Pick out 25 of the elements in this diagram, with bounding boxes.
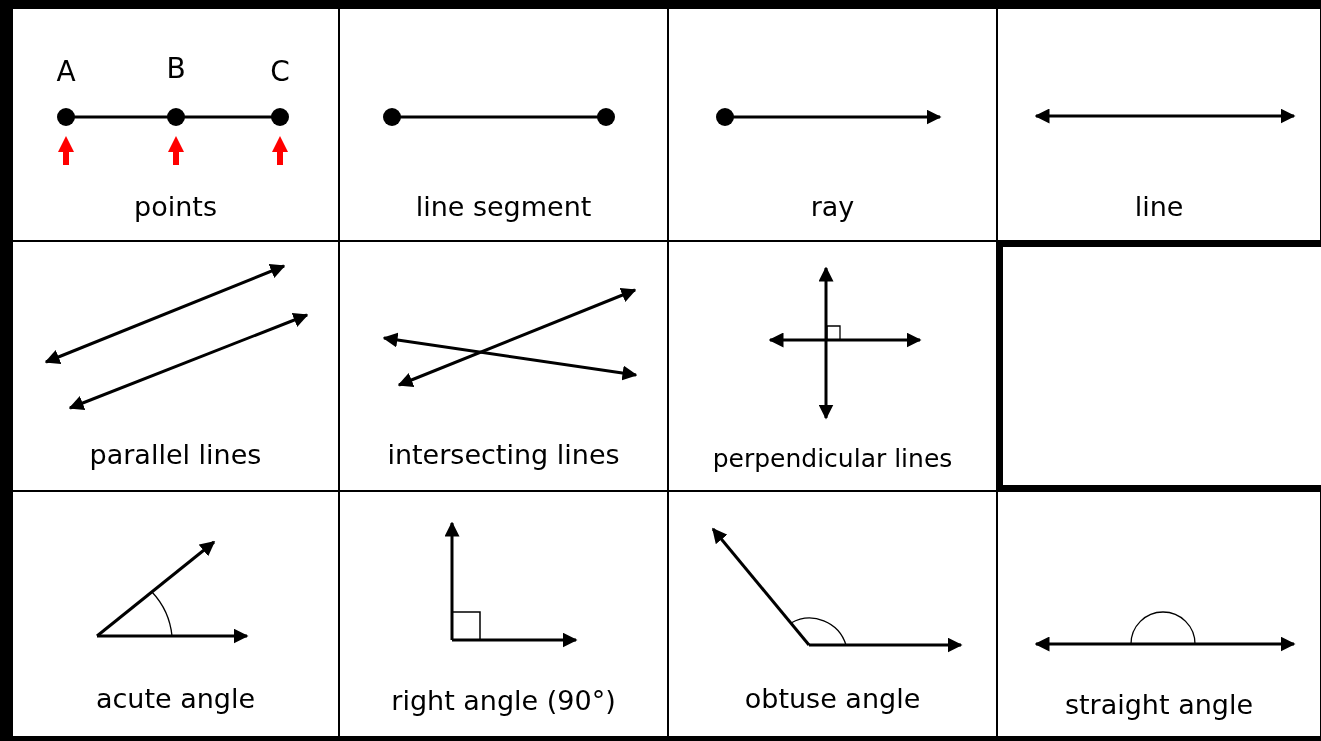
- term-label: right angle (90°): [390, 685, 617, 717]
- grid-cell: [12, 8, 339, 241]
- grid-cell: [339, 241, 668, 491]
- term-label: intersecting lines: [386, 439, 621, 471]
- grid-cell: [339, 491, 668, 737]
- point-label: B: [165, 52, 187, 85]
- point-label: A: [55, 55, 77, 88]
- grid-cell: [12, 241, 339, 491]
- grid-cell: [668, 8, 997, 241]
- grid-cell: [668, 241, 997, 491]
- term-label: straight angle: [1063, 689, 1255, 721]
- grid-cell: [668, 491, 997, 737]
- term-label: ray: [809, 191, 856, 223]
- term-label: points: [133, 191, 218, 223]
- grid-cell: [12, 491, 339, 737]
- grid-cell: [997, 491, 1321, 737]
- point-label: C: [269, 55, 291, 88]
- term-label: acute angle: [94, 683, 257, 715]
- term-label: obtuse angle: [743, 683, 922, 715]
- grid-cell: [339, 8, 668, 241]
- term-label: line: [1133, 191, 1185, 223]
- term-label: parallel lines: [88, 439, 263, 471]
- grid-cell: [997, 8, 1321, 241]
- term-label: perpendicular lines: [711, 443, 954, 475]
- term-label: line segment: [414, 191, 593, 223]
